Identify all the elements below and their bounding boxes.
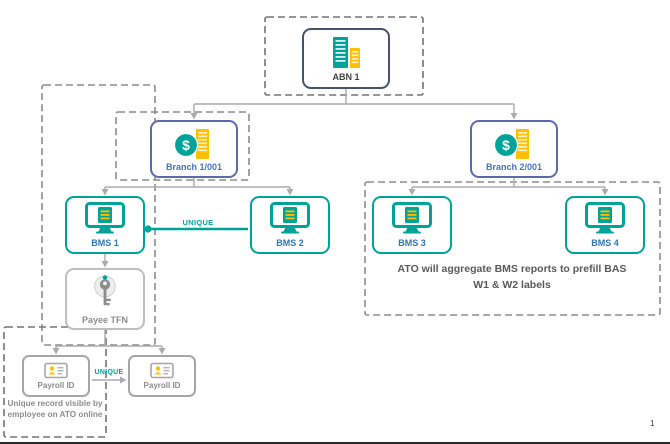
monitor-report-icon	[392, 202, 432, 235]
monitor-report-icon	[85, 202, 125, 235]
node-branch-1-001: $ Branch 1/001	[150, 120, 238, 178]
node-bms-1: BMS 1	[65, 196, 145, 254]
node-abn-1: ABN 1	[302, 28, 390, 89]
node-label: BMS 3	[398, 238, 426, 248]
node-label: Payroll ID	[143, 381, 181, 390]
buildings-icon	[323, 36, 369, 69]
key-icon	[89, 274, 121, 312]
node-label: ABN 1	[332, 71, 360, 82]
monitor-report-icon	[585, 202, 625, 235]
node-payee-tfn: Payee TFN	[65, 268, 145, 330]
node-bms-3: BMS 3	[372, 196, 452, 254]
id-card-icon	[44, 362, 68, 379]
node-bms-2: BMS 2	[250, 196, 330, 254]
unique-bms-label: UNIQUE	[182, 218, 214, 227]
node-label: Payee TFN	[81, 314, 129, 325]
svg-text:$: $	[182, 137, 190, 153]
page-number: 1	[650, 419, 655, 428]
node-label: BMS 4	[591, 238, 619, 248]
dollar-building-icon: $	[492, 127, 536, 159]
unique-record-note: Unique record visible by employee on ATO…	[7, 399, 103, 420]
node-payroll-id-left: Payroll ID	[22, 355, 90, 397]
svg-text:$: $	[502, 137, 510, 153]
unique-payroll-label: UNIQUE	[94, 369, 124, 376]
unique-link-dot	[144, 225, 152, 233]
node-bms-4: BMS 4	[565, 196, 645, 254]
aggregate-note: ATO will aggregate BMS reports to prefil…	[397, 263, 627, 292]
dollar-building-icon: $	[172, 127, 216, 159]
id-card-icon	[150, 362, 174, 379]
node-label: BMS 2	[276, 238, 304, 248]
node-label: BMS 1	[91, 238, 119, 248]
node-label: Payroll ID	[37, 381, 75, 390]
monitor-report-icon	[270, 202, 310, 235]
node-branch-2-001: $ Branch 2/001	[470, 120, 558, 178]
node-payroll-id-right: Payroll ID	[128, 355, 196, 397]
node-label: Branch 2/001	[485, 161, 543, 172]
node-label: Branch 1/001	[165, 161, 223, 172]
